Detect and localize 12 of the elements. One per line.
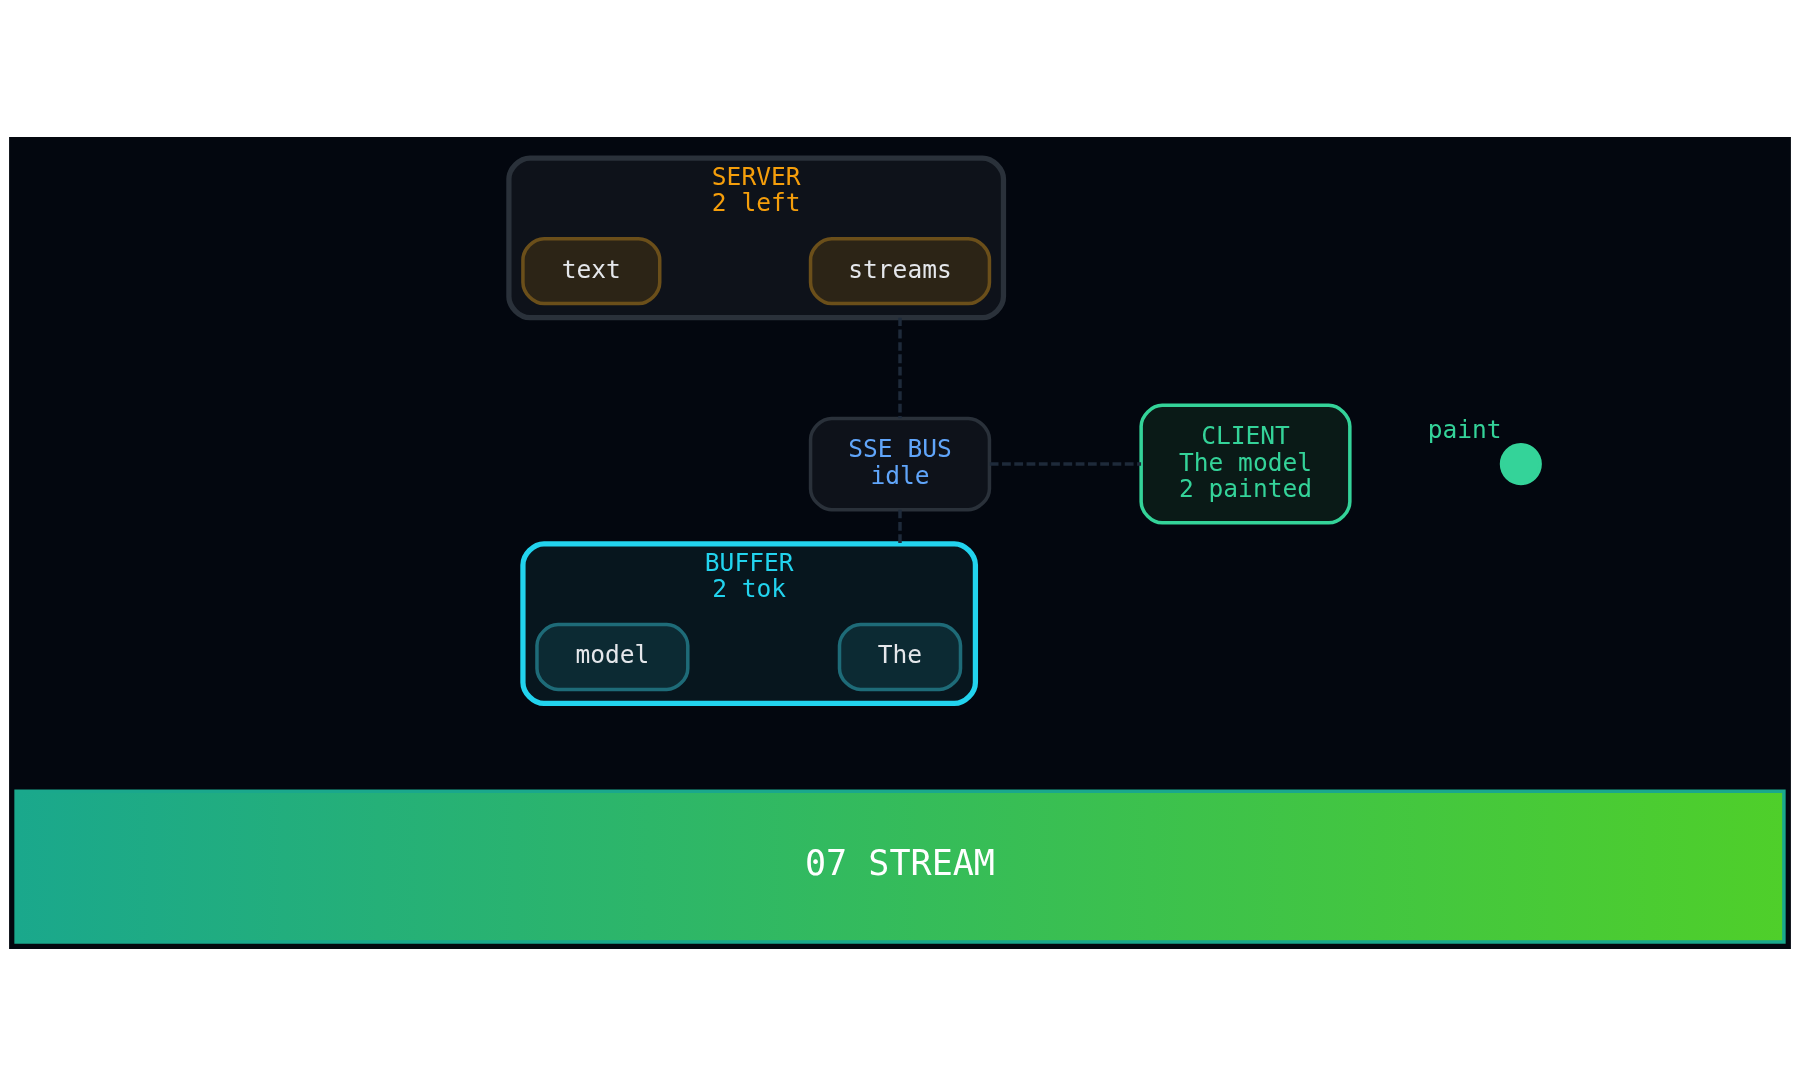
node-box: 07 STREAM [14,788,1786,944]
node-box: text [521,236,662,305]
node-box: SSE BUS idle [808,416,992,511]
connector [898,509,902,544]
node-label: paint [1427,414,1502,444]
node-box: model [535,622,690,691]
node-box: The [837,622,963,691]
node-box: CLIENT The model 2 painted [1139,403,1352,525]
node-box: streams [808,236,992,305]
connector [898,317,902,418]
connector [989,461,1142,466]
node-circle [1499,442,1542,485]
